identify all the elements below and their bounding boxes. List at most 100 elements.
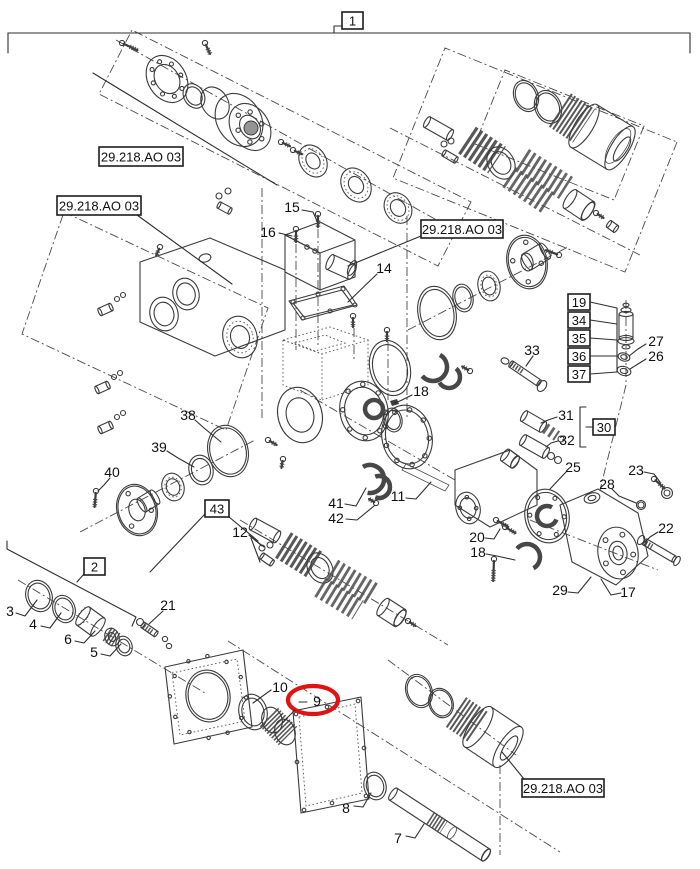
bolt-hole [552, 495, 558, 501]
o-ring-27 [617, 352, 631, 362]
stack-number: 36 [572, 349, 586, 364]
bolt-hole [553, 531, 559, 537]
o-ring [215, 192, 223, 200]
cylinder [490, 706, 522, 728]
gasket-hole [329, 800, 335, 806]
valve-port [325, 254, 335, 270]
port-plate [347, 175, 365, 195]
group-boundary [98, 29, 472, 267]
bolt-hole [238, 674, 243, 680]
gasket-hole [361, 745, 367, 751]
bearing-inner [107, 632, 117, 642]
bearing [164, 476, 182, 498]
link-pin [255, 517, 281, 532]
valve-31-tip [557, 435, 565, 443]
bolt-hole [186, 659, 191, 664]
port-plate [305, 152, 321, 170]
callout-leader [549, 471, 567, 490]
callout-leader [347, 273, 378, 303]
link-pin [249, 529, 275, 544]
snap-ring-3 [25, 579, 53, 613]
cover-bore [187, 672, 229, 720]
stack-number: 19 [572, 295, 586, 310]
callout-number: 26 [648, 348, 664, 364]
screw-thread [410, 621, 417, 628]
plug [605, 220, 613, 228]
bolt-hole [128, 523, 135, 529]
flange-hub [145, 503, 160, 513]
washer [161, 635, 169, 643]
valve-port [332, 254, 356, 266]
filter-cartridge [604, 125, 636, 171]
stack-bracket [589, 371, 618, 375]
screw-thread [205, 47, 213, 55]
plug [94, 385, 100, 395]
group-number: 30 [597, 420, 611, 435]
callout-leader [278, 232, 293, 237]
callout-number: 38 [180, 407, 196, 423]
callout-number: 40 [104, 464, 120, 480]
valve-31 [526, 410, 547, 423]
pin [445, 149, 459, 158]
bolt-hole [538, 260, 545, 266]
callout-number: 25 [565, 459, 581, 475]
screw [592, 209, 600, 217]
housing-bore [149, 296, 179, 332]
stud-20 [509, 528, 517, 535]
retainer-ring [182, 83, 206, 109]
port-boss [508, 448, 520, 457]
callout-leader [628, 343, 647, 357]
pump-housing [321, 340, 369, 401]
valve-port [347, 264, 357, 280]
group-43-bracket-line [149, 513, 206, 573]
reference-box [420, 219, 504, 239]
center-line [599, 384, 627, 491]
o-ring [385, 409, 401, 431]
callout-number: 29 [552, 582, 568, 598]
bolt-hole [345, 388, 351, 394]
o-ring-5 [117, 638, 131, 654]
o-ring-27 [620, 354, 628, 360]
o-ring-28 [635, 499, 647, 511]
housing-port [198, 253, 212, 263]
callout-leader [97, 477, 111, 492]
valve-spool [490, 151, 512, 175]
callout-number: 15 [284, 199, 300, 215]
shaft-collar [447, 826, 457, 840]
bolt-hole [536, 531, 542, 537]
stack-bracket [589, 301, 618, 309]
bolt-21 [140, 621, 146, 629]
center-line [387, 659, 517, 756]
cartridge-valve [618, 334, 634, 342]
callout-number: 21 [160, 597, 176, 613]
ring-4 [52, 594, 76, 624]
spring-seat [387, 598, 406, 611]
housing-bore [172, 277, 200, 311]
screw [264, 436, 272, 444]
coil-spring [502, 167, 555, 213]
group-number: 2 [91, 560, 98, 575]
callout-leader [405, 823, 425, 839]
washer [440, 140, 448, 148]
screw-thread [545, 248, 554, 255]
callout-number: 5 [90, 644, 98, 660]
callout-number: 39 [151, 439, 167, 455]
bolt-hole [422, 453, 428, 459]
spring-seat [581, 201, 595, 221]
coil-spring [541, 423, 561, 441]
callout-leader [394, 394, 413, 404]
rear-cover-gasket [384, 409, 430, 465]
plug [216, 207, 229, 215]
clip-18 [390, 399, 399, 406]
callout-leader [166, 450, 195, 468]
ring-10 [241, 697, 265, 727]
drive-shaft-7 [396, 787, 491, 850]
pump-port [587, 494, 597, 502]
bearing [161, 472, 185, 502]
bolt-hole [159, 91, 166, 97]
plug [606, 226, 615, 233]
port-boss [510, 455, 520, 469]
bearing-cup [285, 397, 315, 433]
pump-housing [293, 334, 347, 352]
housing-bore [176, 282, 196, 306]
